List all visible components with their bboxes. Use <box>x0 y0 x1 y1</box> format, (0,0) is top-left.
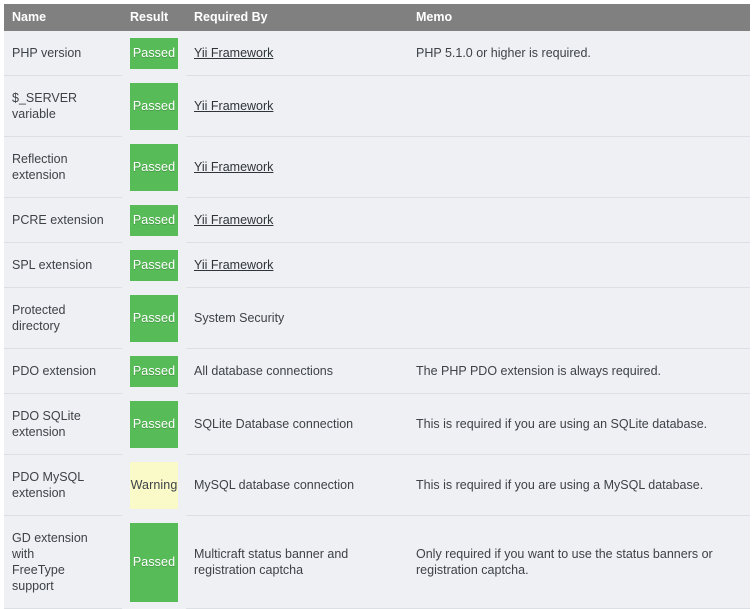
memo-cell: This is required if you are using a MySQ… <box>408 454 750 516</box>
required-by-text: System Security <box>194 311 285 325</box>
required-by-link[interactable]: Yii Framework <box>194 258 274 272</box>
result-cell: Passed <box>122 75 186 137</box>
required-by-cell: MySQL database connection <box>186 454 408 516</box>
page-container: Name Result Required By Memo PHP version… <box>4 4 750 609</box>
result-cell: Passed <box>122 31 186 76</box>
required-by-text: MySQL database connection <box>194 478 355 492</box>
status-badge: Passed <box>130 143 178 191</box>
required-by-text: All database connections <box>194 364 333 378</box>
table-row: PHP version Passed Yii Framework PHP 5.1.0 … <box>4 31 750 76</box>
status-badge: Passed <box>130 82 178 130</box>
column-header-memo: Memo <box>408 4 750 31</box>
requirement-name: SPL extension <box>4 242 122 288</box>
result-cell: Passed <box>122 393 186 455</box>
column-header-required: Required By <box>186 4 408 31</box>
memo-cell: This is required if you are using an SQL… <box>408 393 750 455</box>
requirement-name: GD extension with FreeType support <box>4 515 122 609</box>
memo-cell <box>408 287 750 349</box>
requirements-table: Name Result Required By Memo PHP version… <box>4 4 750 609</box>
result-cell: Warning <box>122 454 186 516</box>
required-by-cell: SQLite Database connection <box>186 393 408 455</box>
memo-cell <box>408 242 750 288</box>
result-cell: Passed <box>122 348 186 394</box>
status-badge: Warning <box>130 461 178 509</box>
required-by-link[interactable]: Yii Framework <box>194 160 274 174</box>
required-by-link[interactable]: Yii Framework <box>194 46 274 60</box>
status-badge: Passed <box>130 204 178 236</box>
required-by-cell: Yii Framework <box>186 242 408 288</box>
required-by-cell: All database connections <box>186 348 408 394</box>
requirement-name: PDO SQLite extension <box>4 393 122 455</box>
status-badge: Passed <box>130 38 178 69</box>
result-cell: Passed <box>122 242 186 288</box>
memo-cell <box>408 75 750 137</box>
memo-cell <box>408 136 750 198</box>
required-by-cell: Yii Framework <box>186 136 408 198</box>
table-header-row: Name Result Required By Memo <box>4 4 750 31</box>
result-cell: Passed <box>122 197 186 243</box>
requirement-name: PCRE extension <box>4 197 122 243</box>
required-by-cell: System Security <box>186 287 408 349</box>
result-cell: Passed <box>122 287 186 349</box>
required-by-text: SQLite Database connection <box>194 417 354 431</box>
column-header-name: Name <box>4 4 122 31</box>
requirement-name: PDO MySQL extension <box>4 454 122 516</box>
required-by-cell: Yii Framework <box>186 31 408 76</box>
requirement-name: $_SERVER variable <box>4 75 122 137</box>
required-by-link[interactable]: Yii Framework <box>194 213 274 227</box>
status-badge: Passed <box>130 400 178 448</box>
memo-cell: Only required if you want to use the sta… <box>408 515 750 609</box>
requirement-name: Reflection extension <box>4 136 122 198</box>
required-by-cell: Multicraft status banner and registratio… <box>186 515 408 609</box>
result-cell: Passed <box>122 136 186 198</box>
result-cell: Passed <box>122 515 186 609</box>
status-badge: Passed <box>130 249 178 281</box>
requirement-name: PHP version <box>4 31 122 76</box>
status-badge: Passed <box>130 294 178 342</box>
required-by-cell: Yii Framework <box>186 197 408 243</box>
status-badge: Passed <box>130 522 178 602</box>
memo-cell: The PHP PDO extension is always required… <box>408 348 750 394</box>
status-badge: Passed <box>130 355 178 387</box>
requirement-name: Protected directory <box>4 287 122 349</box>
required-by-link[interactable]: Yii Framework <box>194 99 274 113</box>
required-by-text: Multicraft status banner and registratio… <box>194 547 349 577</box>
memo-cell <box>408 197 750 243</box>
required-by-cell: Yii Framework <box>186 75 408 137</box>
requirement-name: PDO extension <box>4 348 122 394</box>
table-header: Name Result Required By Memo <box>4 4 750 31</box>
column-header-result: Result <box>122 4 186 31</box>
memo-cell: PHP 5.1.0 or higher is required. <box>408 31 750 76</box>
